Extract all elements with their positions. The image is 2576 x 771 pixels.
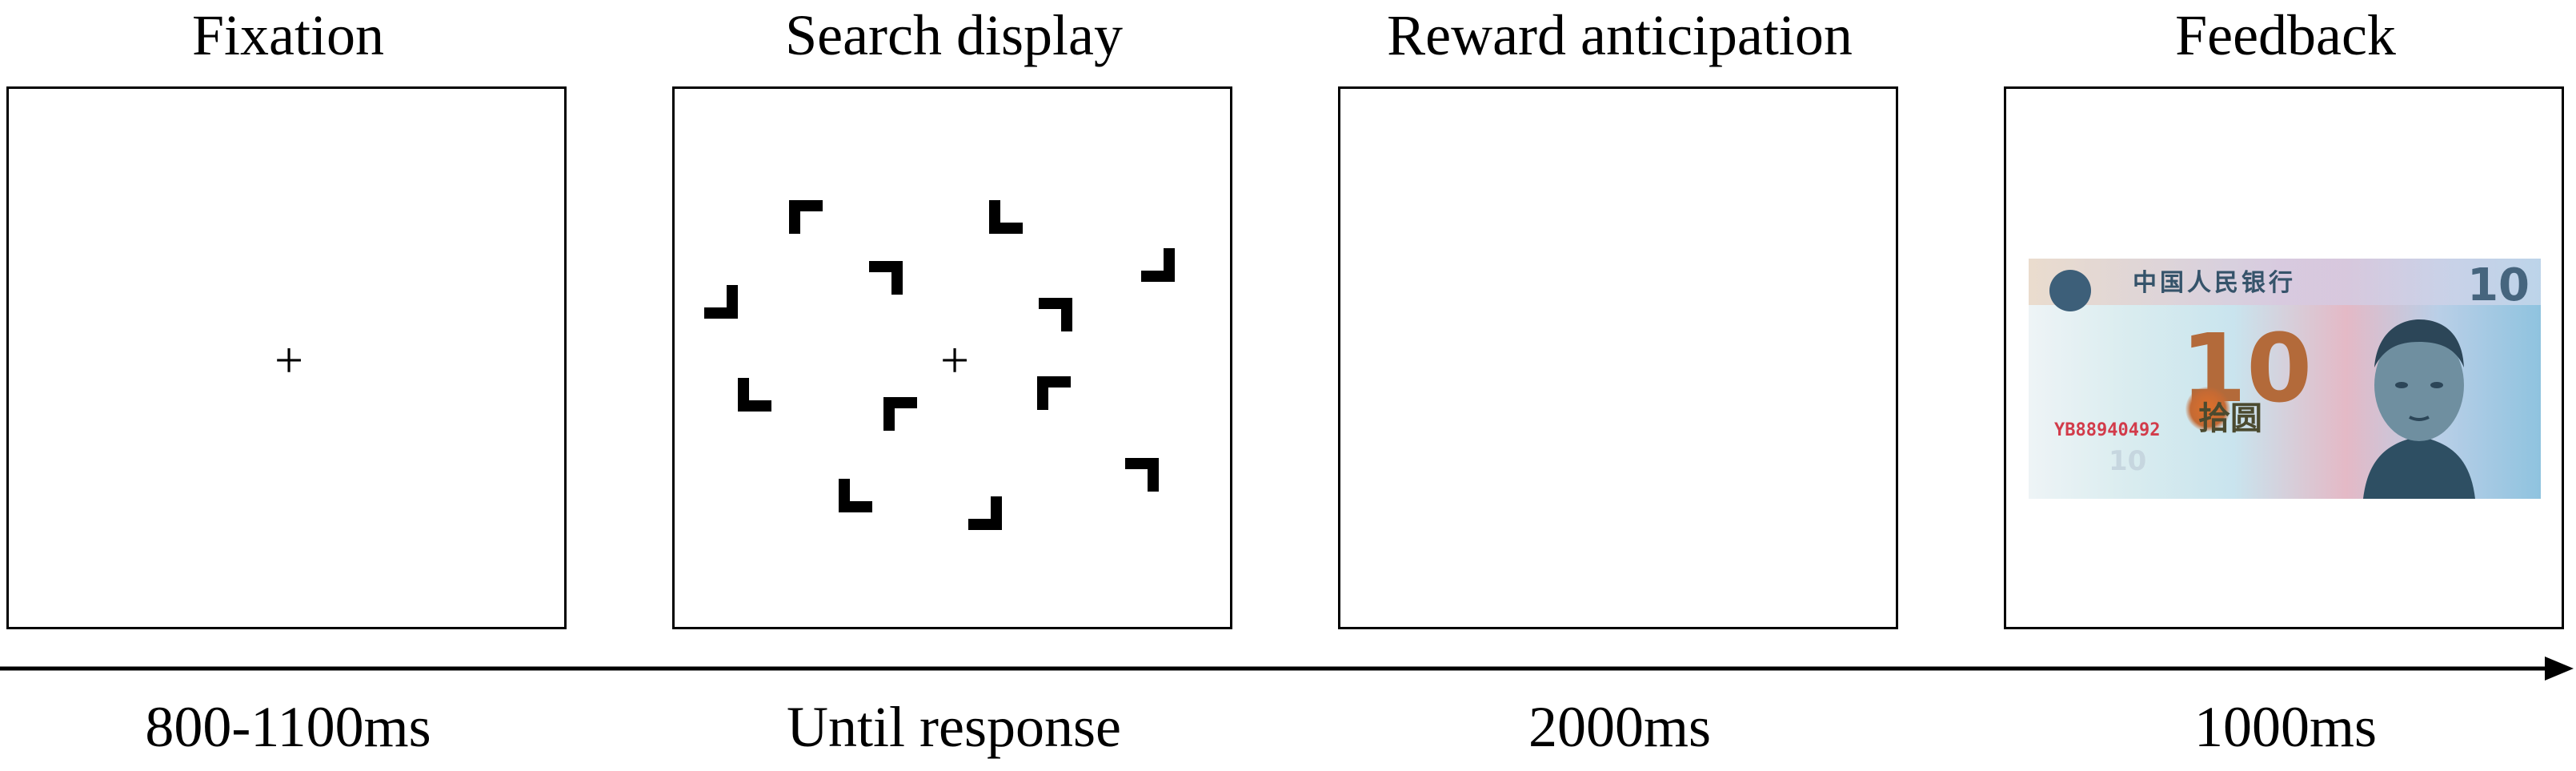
l-shape-stimulus [883,397,917,431]
banknote-corner-denomination: 10 [2467,259,2530,311]
stage-title-fixation: Fixation [191,3,384,67]
l-shape-stimulus [869,261,903,295]
flower-icon [2185,387,2230,432]
stage-title-reward-anticipation: Reward anticipation [1387,3,1853,67]
search-display-panel: + [672,86,1232,629]
stage-title-search-display: Search display [785,3,1123,67]
banknote-serial: YB88940492 [2054,420,2161,440]
banknote-denomination-chinese: 拾圆 [2198,400,2262,437]
stage-title-feedback: Feedback [2175,3,2396,67]
fixation-cross: + [274,331,304,388]
stage-duration-reward-anticipation: 2000ms [1528,695,1712,759]
l-shape-stimulus [968,496,1002,530]
l-shape-stimulus [1125,458,1159,492]
l-shape-stimulus [789,200,823,234]
feedback-panel: 中国人民银行 10 10 拾圆 YB88940492 10 [2004,86,2564,629]
portrait-icon [2363,319,2475,499]
l-shape-stimulus [1039,298,1072,331]
l-shape-stimulus [989,200,1023,234]
l-shape-stimulus [738,378,771,412]
l-shape-stimulus [704,285,738,319]
l-shape-stimulus [839,479,872,512]
l-shape-stimulus [1037,376,1071,410]
stage-duration-fixation: 800-1100ms [145,695,431,759]
fixation-cross: + [939,331,970,388]
timeline-arrow [0,657,2574,681]
banknote-bank-name: 中国人民银行 [2133,269,2296,297]
banknote-band [2029,259,2541,305]
reward-anticipation-panel [1338,86,1898,629]
national-emblem-icon [2049,270,2091,311]
stage-duration-feedback: 1000ms [2193,695,2378,759]
l-shape-stimulus [1141,248,1175,282]
stage-duration-search-display: Until response [787,695,1121,759]
banknote-small-denomination: 10 [2109,445,2147,477]
fixation-panel: + [6,86,567,629]
banknote-image: 中国人民银行 10 10 拾圆 YB88940492 10 [2029,259,2541,499]
